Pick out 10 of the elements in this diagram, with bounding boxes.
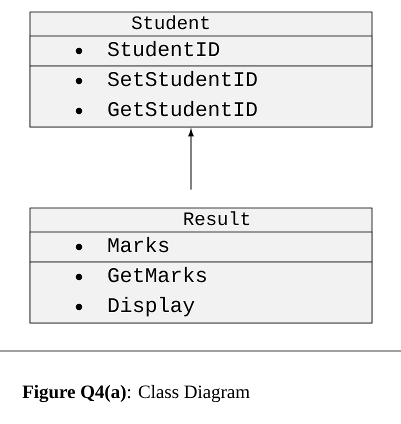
- method-text: GetMarks: [108, 266, 206, 282]
- method-text: SetStudentID: [108, 70, 257, 86]
- caption: Figure Q4(a): Class Diagram: [22, 384, 250, 402]
- attribute-text: StudentID: [108, 40, 220, 56]
- method-text: GetStudentID: [108, 100, 257, 116]
- class-name: Student: [132, 15, 209, 30]
- method-text: Display: [108, 296, 194, 316]
- arrow: [188, 129, 194, 190]
- attribute-text: Marks: [108, 236, 168, 252]
- class-name: Result: [184, 211, 250, 226]
